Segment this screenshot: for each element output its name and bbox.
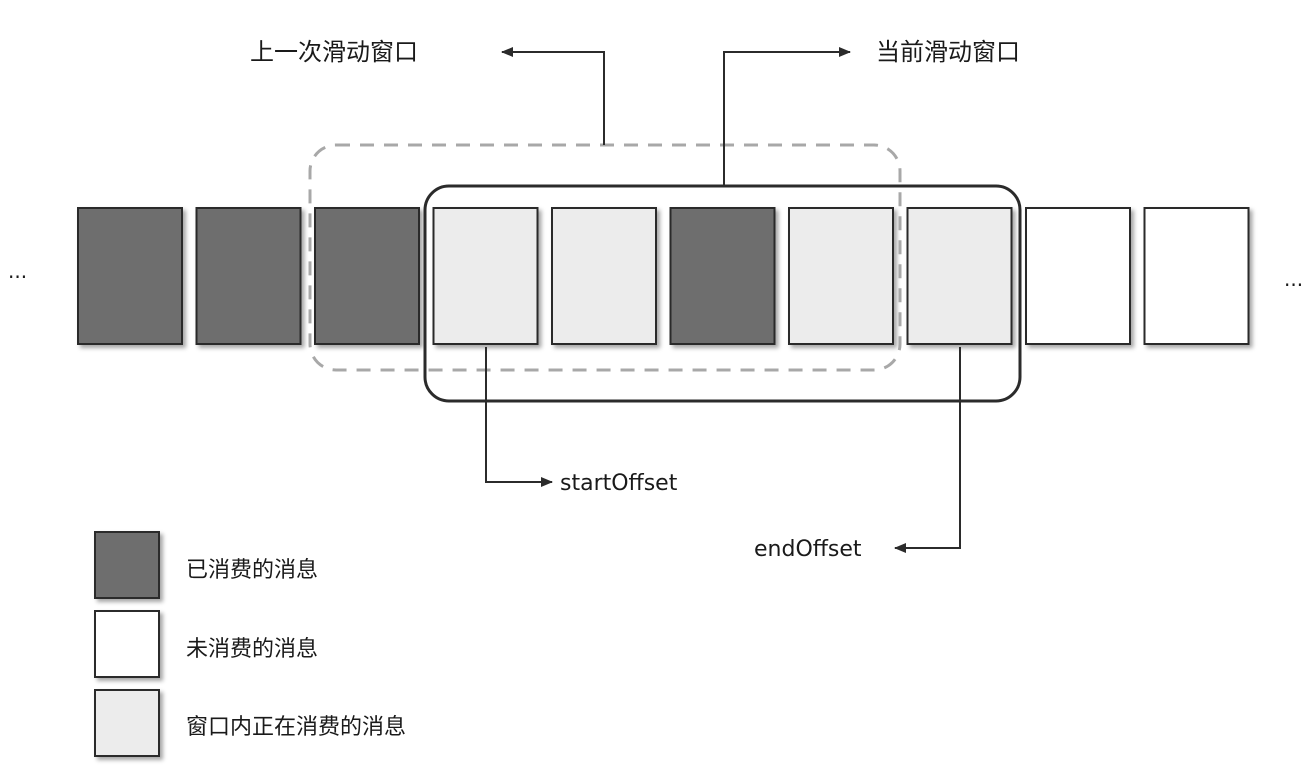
start-offset-connector <box>485 347 553 487</box>
legend-label-unconsumed: 未消费的消息 <box>186 637 319 662</box>
message-block-consumed <box>669 207 776 345</box>
legend-swatch-consumed <box>94 531 160 599</box>
current-window-label: 当前滑动窗口 <box>876 38 1020 66</box>
end-offset-label: endOffset <box>754 537 862 562</box>
message-queue <box>77 207 1250 345</box>
legend-label-in-window: 窗口内正在消费的消息 <box>186 715 407 740</box>
previous-window-label: 上一次滑动窗口 <box>250 38 418 66</box>
message-block-in-window <box>432 207 539 345</box>
message-block-in-window <box>551 207 657 345</box>
current-window-box <box>423 184 1022 403</box>
message-block-unconsumed <box>1025 207 1131 345</box>
message-block-in-window <box>906 207 1013 345</box>
message-block-consumed <box>314 207 420 345</box>
end-offset-connector <box>894 347 961 553</box>
previous-window-connector <box>501 47 605 145</box>
ellipsis-left: ··· <box>8 265 27 289</box>
message-block-consumed <box>77 207 183 345</box>
legend-swatch-in-window <box>94 689 160 757</box>
message-block-unconsumed <box>1143 207 1250 345</box>
legend-swatch-unconsumed <box>94 610 160 678</box>
start-offset-label: startOffset <box>560 471 678 496</box>
message-block-in-window <box>788 207 894 345</box>
message-block-consumed <box>195 207 302 345</box>
ellipsis-right: ··· <box>1284 273 1303 297</box>
legend-label-consumed: 已消费的消息 <box>186 558 319 583</box>
current-window-connector <box>723 47 851 186</box>
